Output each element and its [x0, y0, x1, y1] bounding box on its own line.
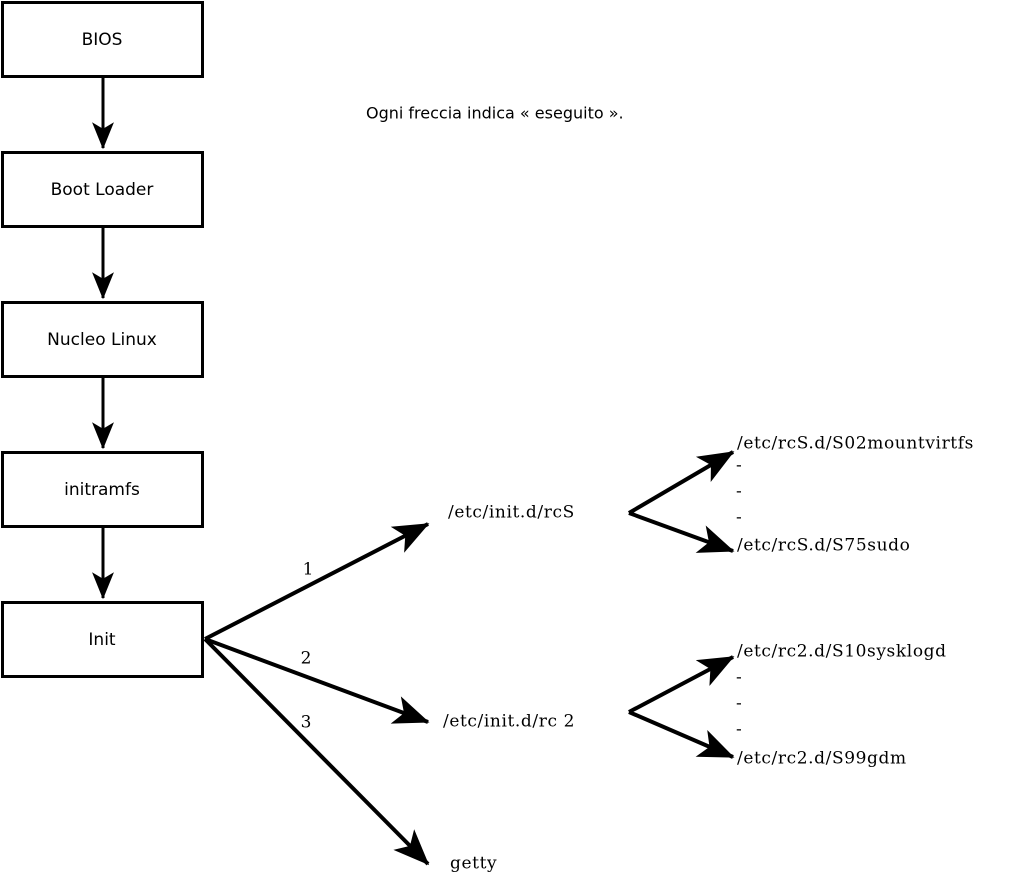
rcs-ellipsis-dash-1: -	[736, 456, 742, 476]
arrow-init-to-getty	[203, 637, 430, 866]
arrow-init-to-rc2	[204, 637, 430, 724]
box-init: Init	[1, 601, 204, 678]
branch-number-1: 1	[303, 560, 314, 580]
arrow-rc2-to-first-script	[628, 655, 735, 714]
box-bios-label: BIOS	[82, 30, 123, 50]
box-bios-rect	[1, 1, 204, 78]
box-init-label: Init	[88, 630, 116, 650]
label-init-d-rcs: /etc/init.d/rcS	[448, 503, 575, 523]
rcs-ellipsis-dash-2: -	[736, 482, 742, 502]
box-init-rect	[1, 601, 204, 678]
arrow-rcs-to-first-script	[627, 450, 735, 515]
box-boot-loader: Boot Loader	[1, 151, 204, 228]
label-rcs-last-script: /etc/rcS.d/S75sudo	[737, 536, 910, 556]
label-rc2-last-script: /etc/rc2.d/S99gdm	[737, 749, 907, 769]
rc2-ellipsis-dash-3: -	[736, 720, 742, 740]
box-initramfs-label: initramfs	[64, 480, 140, 500]
box-bios: BIOS	[1, 1, 204, 78]
box-boot-loader-rect	[1, 151, 204, 228]
box-initramfs-rect	[1, 451, 204, 528]
arrow-rc2-to-last-script	[628, 710, 735, 759]
arrow-rcs-to-last-script	[628, 511, 735, 553]
diagram-note: Ogni freccia indica « eseguito ».	[366, 104, 624, 123]
rc2-ellipsis-dash-2: -	[736, 694, 742, 714]
label-rcs-first-script: /etc/rcS.d/S02mountvirtfs	[737, 434, 974, 454]
branch-number-3: 3	[301, 713, 312, 733]
box-nucleo-linux-label: Nucleo Linux	[47, 330, 157, 350]
box-nucleo-linux: Nucleo Linux	[1, 301, 204, 378]
box-boot-loader-label: Boot Loader	[51, 180, 154, 200]
branch-number-2: 2	[301, 649, 312, 669]
rc2-ellipsis-dash-1: -	[736, 668, 742, 688]
arrow-init-to-rcs	[204, 522, 430, 641]
box-initramfs: initramfs	[1, 451, 204, 528]
box-nucleo-linux-rect	[1, 301, 204, 378]
label-getty: getty	[450, 854, 497, 874]
label-init-d-rc2: /etc/init.d/rc 2	[443, 712, 575, 732]
rcs-ellipsis-dash-3: -	[736, 508, 742, 528]
label-rc2-first-script: /etc/rc2.d/S10sysklogd	[737, 642, 947, 662]
